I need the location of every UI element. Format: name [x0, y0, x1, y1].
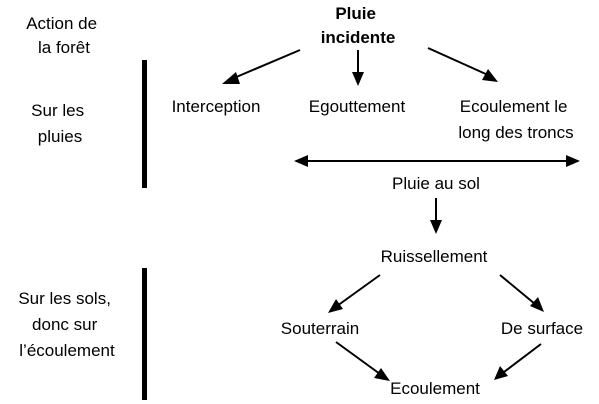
node-ecoulement: Ecoulement [390, 379, 480, 398]
node-ecoulement-troncs-line2: long des troncs [458, 123, 573, 142]
arrow-ruissellement-to-surface [499, 274, 544, 312]
action-label-line1: Action de [26, 14, 97, 33]
arrow-pluie-sol-to-ruissellement [430, 198, 442, 234]
node-pluie-incidente-line1: Pluie [335, 4, 376, 23]
action-label-line2: la forêt [38, 38, 90, 57]
section-label-soil-line3: l’écoulement [19, 341, 115, 360]
node-interception: Interception [172, 97, 261, 116]
section-label-soil-line1: Sur les sols, [18, 289, 111, 308]
section-label-soil: Sur les sols, donc sur l’écoulement [18, 289, 115, 360]
section-label-soil-line2: donc sur [32, 315, 98, 334]
node-souterrain: Souterrain [281, 319, 359, 338]
section-label-rain-line1: Sur les [31, 101, 84, 120]
node-ecoulement-troncs-line1: Ecoulement le [460, 97, 568, 116]
node-egouttement: Egouttement [309, 97, 406, 116]
arrow-souterrain-to-ecoulement [335, 341, 390, 381]
section-bar-rain [142, 60, 147, 188]
node-ruissellement: Ruissellement [381, 247, 488, 266]
node-ecoulement-troncs: Ecoulement le long des troncs [458, 97, 573, 142]
node-pluie-incidente-line2: incidente [321, 28, 396, 47]
arrow-ruissellement-to-souterrain [328, 274, 381, 313]
arrow-pluie-au-sol-range [294, 155, 580, 167]
section-label-rain-line2: pluies [38, 127, 82, 146]
section-label-rain: Sur les pluies [31, 101, 89, 146]
node-pluie-incidente: Pluie incidente [321, 4, 396, 47]
arrow-incidente-to-ecoulement-troncs [427, 47, 498, 82]
node-pluie-au-sol: Pluie au sol [392, 174, 480, 193]
action-label: Action de la forêt [26, 14, 102, 57]
arrow-surface-to-ecoulement [494, 343, 542, 380]
node-de-surface: De surface [501, 319, 583, 338]
arrow-incidente-to-interception [222, 49, 301, 84]
arrow-incidente-to-egouttement [352, 50, 364, 86]
section-bar-soil [142, 268, 147, 400]
